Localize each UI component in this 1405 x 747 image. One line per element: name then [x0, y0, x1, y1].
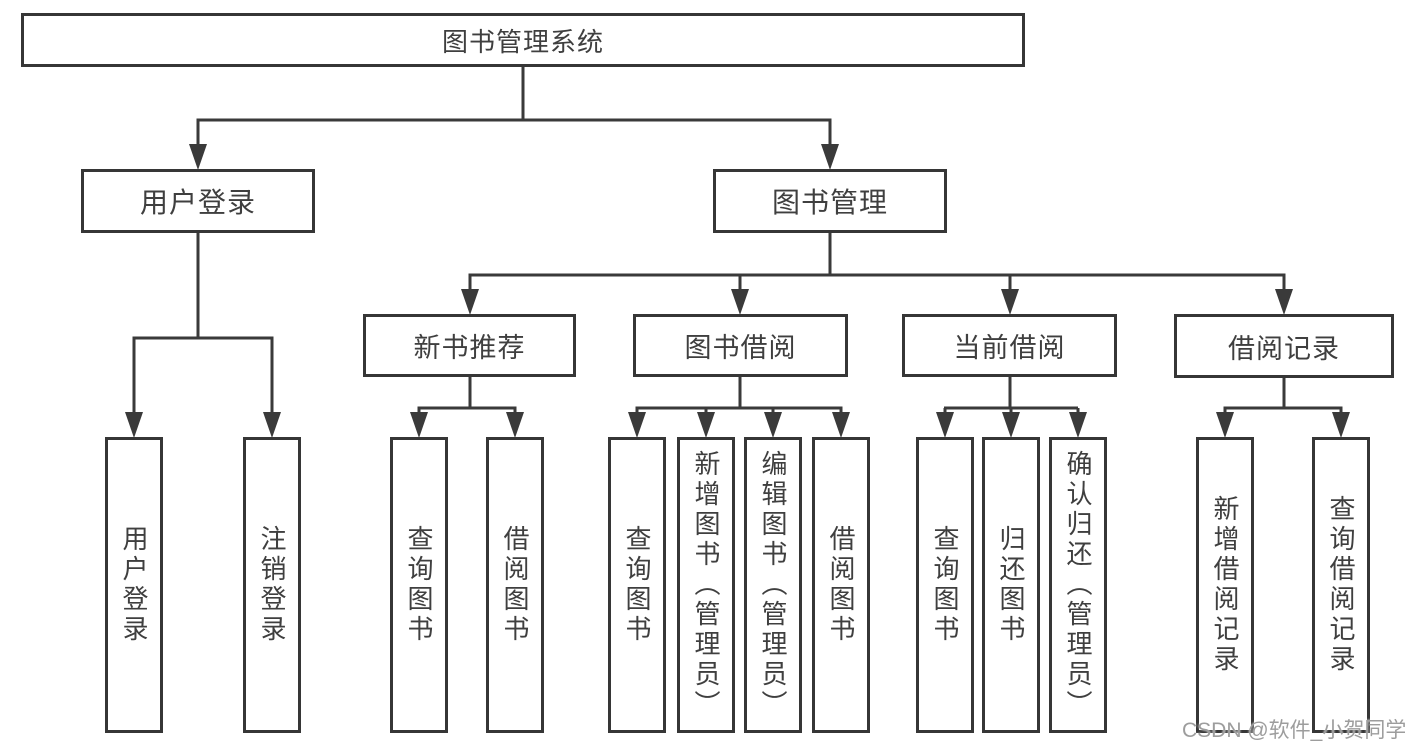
connector-user-login-to-leaves: [125, 233, 281, 438]
leaf-confirm-return-admin: 确认归还（管理员）: [1049, 437, 1107, 733]
leaf-label: 查询图书: [404, 525, 434, 645]
leaf-label: 查询借阅记录: [1326, 495, 1356, 675]
leaf-label: 用户登录: [119, 525, 149, 645]
node-label: 新书推荐: [413, 333, 526, 363]
node-label: 图书借阅: [684, 333, 797, 363]
node-new-book-recommendation: 新书推荐: [363, 314, 576, 377]
node-borrowing-records: 借阅记录: [1174, 314, 1394, 378]
leaf-label: 新增图书（管理员）: [691, 450, 721, 720]
connector-root-to-level2: [189, 66, 839, 170]
leaf-label: 借阅图书: [500, 525, 530, 645]
watermark: CSDN @软件_小贺同学: [1182, 719, 1405, 742]
connector-book-borrowing-to-leaves: [628, 377, 850, 438]
connector-book-management-to-level3: [461, 233, 1293, 315]
leaf-label: 确认归还（管理员）: [1063, 450, 1093, 720]
leaf-label: 查询图书: [930, 525, 960, 645]
node-current-borrowing: 当前借阅: [902, 314, 1117, 377]
leaf-logout: 注销登录: [243, 437, 301, 733]
node-label: 用户登录: [139, 187, 256, 218]
leaf-label: 注销登录: [257, 525, 287, 645]
leaf-label: 编辑图书（管理员）: [758, 450, 788, 720]
leaf-borrow-books-1: 借阅图书: [486, 437, 544, 733]
leaf-add-borrow-record: 新增借阅记录: [1196, 437, 1254, 733]
leaf-label: 借阅图书: [826, 525, 856, 645]
node-label: 借阅记录: [1228, 333, 1340, 364]
leaf-label: 查询图书: [622, 525, 652, 645]
leaf-query-borrow-record: 查询借阅记录: [1312, 437, 1370, 733]
node-book-management: 图书管理: [713, 169, 947, 233]
leaf-add-books-admin: 新增图书（管理员）: [677, 437, 735, 733]
node-label: 当前借阅: [953, 333, 1066, 363]
connector-borrowing-records-to-leaves: [1216, 378, 1350, 438]
leaf-edit-books-admin: 编辑图书（管理员）: [744, 437, 802, 733]
node-label: 图书管理系统: [441, 26, 604, 57]
leaf-borrow-books-2: 借阅图书: [812, 437, 870, 733]
node-library-management-system: 图书管理系统: [21, 13, 1025, 67]
leaf-label: 新增借阅记录: [1210, 495, 1240, 675]
leaf-user-login: 用户登录: [105, 437, 163, 733]
node-user-login: 用户登录: [81, 169, 315, 233]
leaf-query-books-2: 查询图书: [608, 437, 666, 733]
connector-current-borrowing-to-leaves: [936, 377, 1087, 438]
leaf-label: 归还图书: [996, 525, 1026, 645]
node-book-borrowing: 图书借阅: [633, 314, 848, 377]
node-label: 图书管理: [771, 187, 888, 218]
leaf-return-books: 归还图书: [982, 437, 1040, 733]
leaf-query-books-1: 查询图书: [390, 437, 448, 733]
leaf-query-books-3: 查询图书: [916, 437, 974, 733]
connector-new-book-recommendation-to-leaves: [410, 377, 524, 438]
